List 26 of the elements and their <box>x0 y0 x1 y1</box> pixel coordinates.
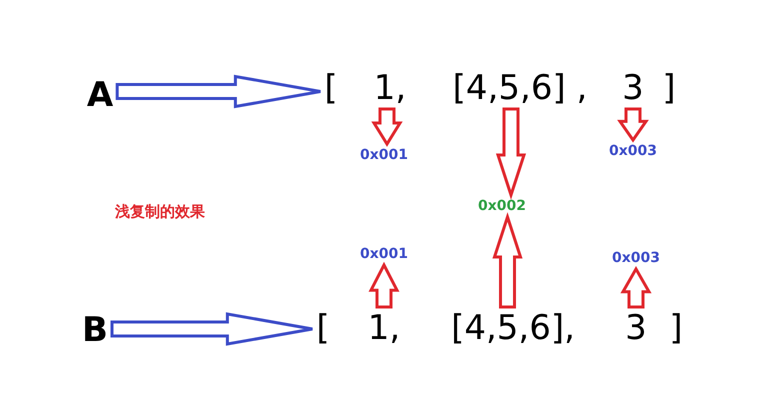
memory-address: 0x003 <box>612 251 660 265</box>
list-bracket: ] <box>662 71 676 105</box>
block-arrow <box>371 108 403 147</box>
memory-address: 0x003 <box>609 144 657 158</box>
block-arrow <box>492 212 523 308</box>
block-arrow <box>620 266 652 308</box>
block-arrow <box>110 312 314 346</box>
list-element: 3 <box>622 71 644 105</box>
memory-address: 0x001 <box>360 148 408 162</box>
memory-address: 0x001 <box>360 247 408 261</box>
list-element: 1, <box>368 311 400 345</box>
list-element: 3 <box>625 311 647 345</box>
variable-name: A <box>86 78 114 112</box>
list-element: [4,5,6] , <box>452 71 588 105</box>
list-element: 1, <box>374 71 406 105</box>
block-arrow <box>496 108 526 200</box>
list-bracket: [ <box>324 71 338 105</box>
block-arrow <box>617 108 649 143</box>
list-bracket: [ <box>316 311 330 345</box>
note-text: 浅复制的效果 <box>115 204 205 220</box>
block-arrow <box>116 74 322 108</box>
memory-address: 0x002 <box>478 199 526 213</box>
variable-name: B <box>82 313 108 347</box>
block-arrow <box>368 262 400 308</box>
list-bracket: ] <box>669 311 683 345</box>
list-element: [4,5,6], <box>451 311 575 345</box>
